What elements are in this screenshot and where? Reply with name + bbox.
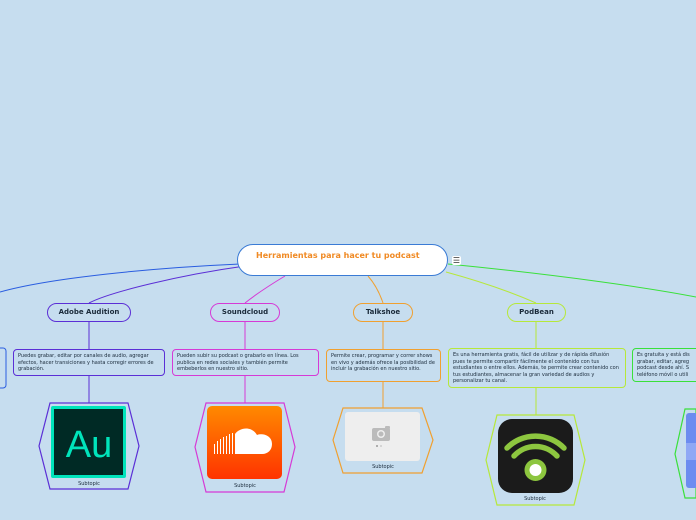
- topic-podbean[interactable]: PodBean: [507, 303, 566, 322]
- subtopic-card-soundcloud[interactable]: [194, 402, 296, 493]
- svg-text:Au: Au: [66, 424, 112, 466]
- subtopic-label-podbean: Subtopic: [524, 496, 546, 502]
- subtopic-card-right-partial[interactable]: [674, 408, 696, 499]
- connector-soundcloud: [244, 275, 286, 304]
- podcast-wifi-logo: [498, 419, 573, 493]
- subtopic-label-soundcloud: Subtopic: [234, 483, 256, 489]
- subtopic-card-talkshoe[interactable]: [332, 407, 434, 474]
- note-right-partial[interactable]: Es gratuita y está dis grabar, editar, a…: [632, 348, 696, 382]
- connector-right-offscreen: [447, 263, 696, 298]
- note-talkshoe[interactable]: Permite crear, programar y correr shows …: [326, 349, 441, 382]
- connector-talkshoe: [367, 275, 384, 304]
- topic-talkshoe[interactable]: Talkshoe: [353, 303, 413, 322]
- note-soundcloud[interactable]: Pueden subir su podcast o grabarlo en lí…: [172, 349, 319, 376]
- note-left-partial: [0, 347, 7, 389]
- connector-left-offscreen: [0, 263, 241, 293]
- camera-placeholder-icon: [345, 412, 420, 461]
- subtopic-card-adobe-audition[interactable]: Au: [38, 402, 140, 490]
- note-adobe-audition[interactable]: Puedes grabar, editar por canales de aud…: [13, 349, 165, 376]
- topic-adobe-audition[interactable]: Adobe Audition: [47, 303, 131, 322]
- soundcloud-logo: [207, 406, 282, 479]
- topic-soundcloud[interactable]: Soundcloud: [210, 303, 280, 322]
- menu-icon[interactable]: ☰: [452, 256, 461, 265]
- subtopic-card-podbean[interactable]: [485, 414, 586, 506]
- note-podbean[interactable]: Es una herramienta gratis, fácil de util…: [448, 348, 626, 388]
- subtopic-label-audition: Subtopic: [78, 481, 100, 487]
- adobe-audition-logo: Au: [51, 406, 126, 478]
- connector-adobe-audition: [88, 265, 246, 304]
- central-topic[interactable]: Herramientas para hacer tu podcast: [237, 244, 448, 276]
- subtopic-label-talkshoe: Subtopic: [372, 464, 394, 470]
- connector-podbean: [445, 271, 537, 304]
